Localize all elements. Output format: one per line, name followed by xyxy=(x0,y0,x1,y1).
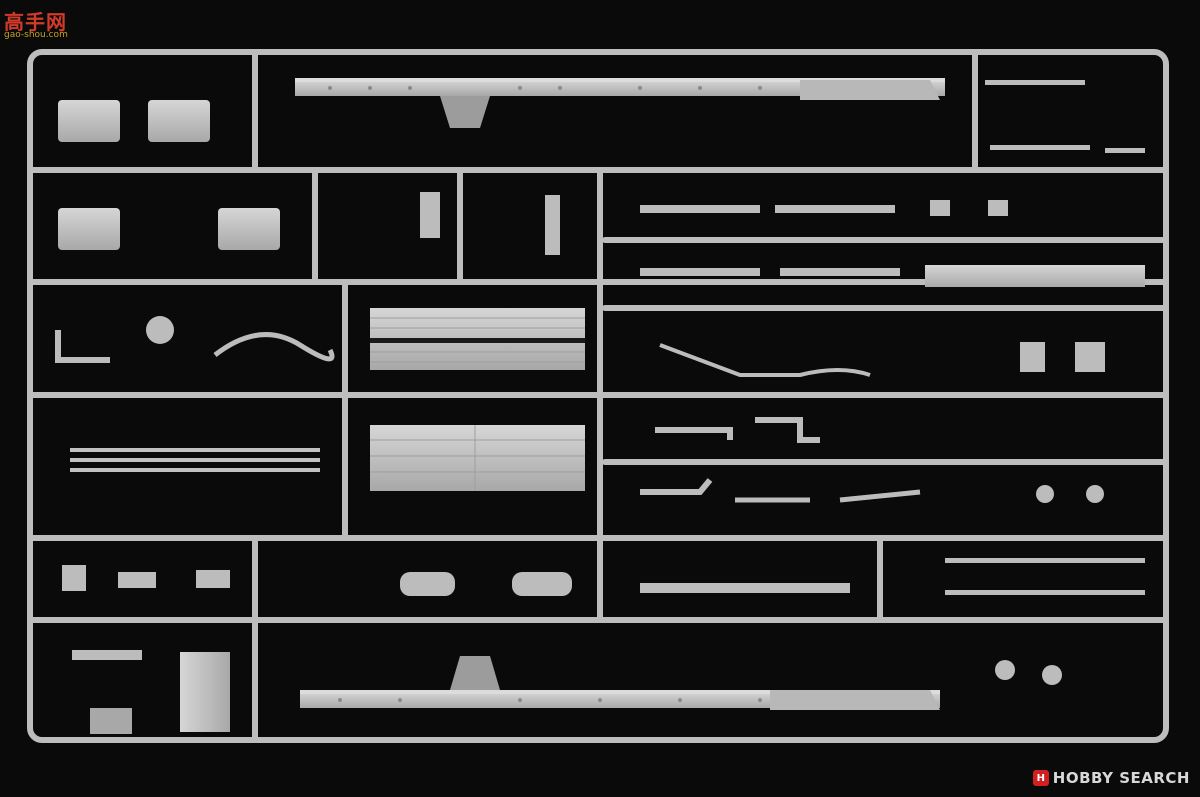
grille xyxy=(70,448,320,472)
bed-panels xyxy=(370,308,585,491)
hobby-search-logo-icon: H xyxy=(1032,770,1049,786)
chassis-rail-top xyxy=(295,78,945,128)
watermark-brand: HOBBY SEARCH xyxy=(1052,769,1190,787)
chassis-rail-bottom xyxy=(300,656,940,710)
watermark-url: gao-shou.com xyxy=(4,30,68,40)
small-parts xyxy=(55,80,1145,734)
sprue-frame xyxy=(27,49,1169,743)
watermark-top: 高手网 gao-shou.com xyxy=(4,6,74,42)
fuel-tanks xyxy=(58,100,280,250)
watermark-chinese: 高手网 xyxy=(4,10,67,34)
watermark-bottom: H HOBBY SEARCH xyxy=(1032,767,1190,789)
